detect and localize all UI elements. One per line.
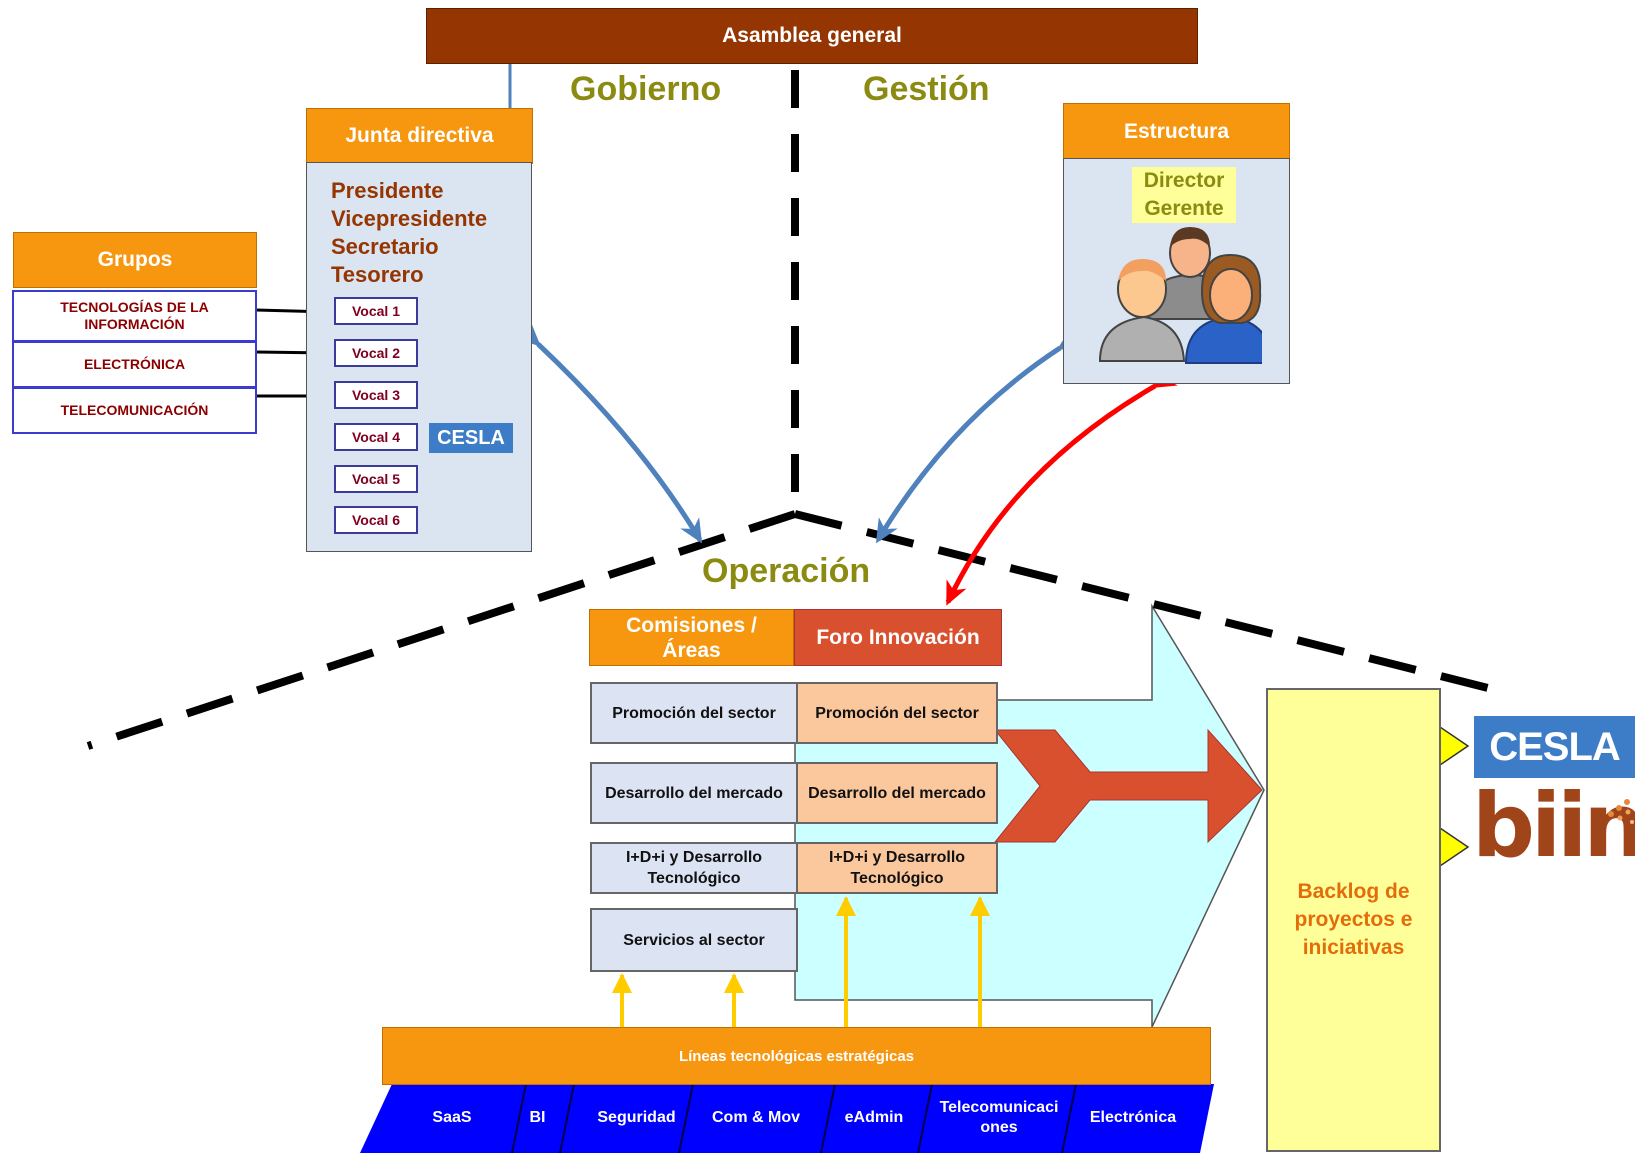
foro-promocion: Promoción del sector [796, 682, 998, 744]
gestion-label: Gestión [863, 70, 990, 108]
junta-title: Junta directiva [306, 108, 533, 164]
vocal-3: Vocal 3 [334, 381, 418, 409]
tech-telecomunicaciones: Telecomunicaciones [926, 1090, 1072, 1146]
biin-logo: biin [1472, 776, 1635, 880]
tech-bi: BI [529, 1109, 546, 1126]
tech-com-mov: Com & Mov [712, 1109, 800, 1126]
comision-promocion: Promoción del sector [590, 682, 798, 744]
operacion-label: Operación [702, 552, 871, 590]
tech-lines-bar [360, 1084, 1214, 1153]
grupo-telecomunicacion: TELECOMUNICACIÓN [12, 387, 257, 434]
vocal-5: Vocal 5 [334, 465, 418, 493]
officer-tesorero: Tesorero [331, 262, 424, 287]
roles-label: Director Gerente [1132, 167, 1236, 223]
asamblea-general: Asamblea general [426, 8, 1198, 64]
lineas-title: Líneas tecnológicas estratégicas [382, 1027, 1211, 1085]
foro-header: Foro Innovación [794, 609, 1002, 666]
operacion-left-dash [86, 510, 797, 750]
tech-telecom-text: Telecomunicaciones [939, 1099, 1059, 1136]
officer-secretario: Secretario [331, 234, 439, 259]
vocal-6: Vocal 6 [334, 506, 418, 534]
cesla-badge: CESLA [429, 423, 513, 453]
estructura-foro-arrow [945, 366, 1178, 606]
junta-operacion-arrow [515, 322, 703, 544]
cesla-logo: CESLA [1474, 716, 1635, 778]
estructura-box: Director Gerente [1063, 158, 1290, 384]
foro-idi: I+D+i y Desarrollo Tecnológico [796, 842, 998, 894]
people-icon [1098, 227, 1262, 364]
role-gerente: Gerente [1144, 197, 1224, 220]
gobierno-label: Gobierno [570, 70, 722, 108]
tech-electronica: Electrónica [1089, 1109, 1177, 1126]
grupo-electronica: ELECTRÓNICA [12, 341, 257, 388]
foro-desarrollo: Desarrollo del mercado [796, 762, 998, 824]
estructura-operacion-arrow [875, 327, 1083, 544]
tech-eadmin: eAdmin [844, 1109, 904, 1126]
officer-presidente: Presidente [331, 178, 444, 203]
role-director: Director [1143, 169, 1225, 192]
comisiones-header: Comisiones / Áreas [589, 609, 794, 666]
comision-desarrollo: Desarrollo del mercado [590, 762, 798, 824]
biin-text: biin [1472, 774, 1635, 877]
comision-servicios: Servicios al sector [590, 908, 798, 972]
vocal-1: Vocal 1 [334, 297, 418, 325]
tech-saas: SaaS [432, 1109, 472, 1126]
officers-list: Presidente Vicepresidente Secretario Tes… [331, 177, 487, 289]
vocal-4: Vocal 4 [334, 423, 418, 451]
biin-dots-icon [1608, 799, 1634, 824]
grupos-title: Grupos [13, 232, 257, 288]
backlog-box: Backlog de proyectos e iniciativas [1266, 688, 1441, 1152]
officer-vicepresidente: Vicepresidente [331, 206, 488, 231]
tech-seguridad: Seguridad [597, 1109, 676, 1126]
estructura-title: Estructura [1063, 103, 1290, 160]
backlog-label: Backlog de proyectos e iniciativas [1294, 880, 1413, 959]
grupo-tecnologias: TECNOLOGÍAS DE LA INFORMACIÓN [12, 290, 257, 342]
vocal-2: Vocal 2 [334, 339, 418, 367]
comision-idi: I+D+i y Desarrollo Tecnológico [590, 842, 798, 894]
